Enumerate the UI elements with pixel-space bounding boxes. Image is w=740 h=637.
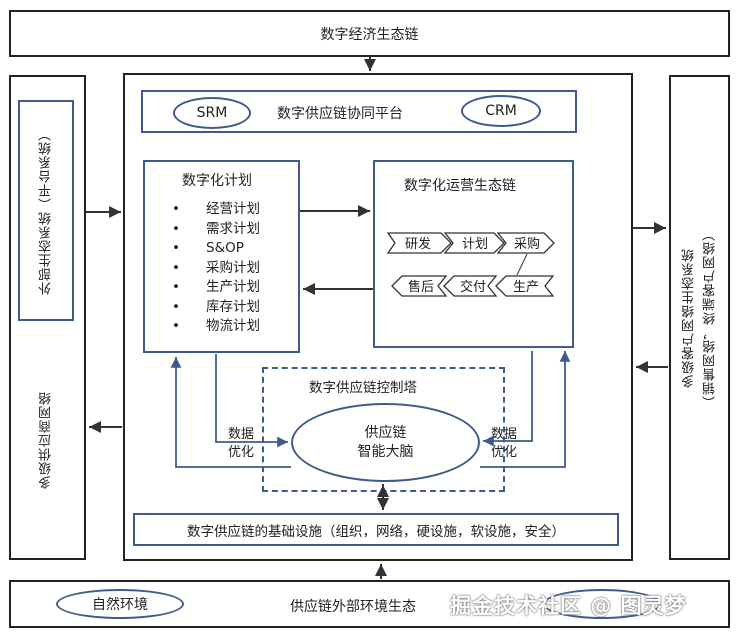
natural-environment-ellipse: 自然环境 — [56, 589, 184, 619]
chevron-production — [495, 275, 555, 297]
planning-item: 库存计划 — [172, 298, 260, 318]
chevron-procure — [496, 232, 555, 254]
platform-title: 数字供应链协同平台 — [277, 106, 403, 122]
supply-chain-brain: 供应链 智能大脑 — [291, 403, 480, 482]
infrastructure-bar: 数字供应链的基础设施（组织，网络，硬设施，软设施，安全） — [133, 513, 619, 546]
chevron-aftersales-label: 售后 — [408, 279, 434, 295]
chevron-rd-label: 研发 — [405, 236, 431, 252]
planning-item: 生产计划 — [172, 278, 260, 298]
chevron-delivery-label: 交付 — [460, 279, 486, 295]
top-bar: 数字经济生态链 — [9, 10, 730, 57]
loop-left-inner — [215, 354, 288, 448]
operations-title: 数字化运营生态链 — [404, 178, 516, 194]
planning-item: 经营计划 — [172, 200, 260, 220]
natural-environment-label: 自然环境 — [92, 597, 148, 613]
operations-box — [373, 160, 574, 348]
chevron-rd — [386, 232, 452, 254]
brain-label-line1: 供应链 — [364, 424, 407, 441]
loop-left-outer — [170, 357, 291, 468]
right-panel: 多级客户网络生态系统 （销售网络，终端客户网络） — [669, 75, 730, 560]
left-inner-box: 外部生态系统（平台系统） — [18, 100, 74, 321]
chevron-plan-label: 计划 — [462, 237, 488, 252]
left-data-label: 数据 — [228, 427, 255, 442]
chevron-aftersales — [391, 275, 448, 297]
chevron-plan — [443, 232, 505, 254]
planning-item: 采购计划 — [172, 259, 260, 279]
left-optimize-label: 优化 — [228, 445, 255, 460]
loop-right-inner — [483, 351, 533, 447]
right-optimize-label: 优化 — [491, 445, 518, 460]
planning-item: S&OP — [172, 239, 260, 259]
right-data-label: 数据 — [491, 427, 518, 442]
control-tower-title: 数字供应链控制塔 — [309, 380, 417, 396]
brain-label-line2: 智能大脑 — [357, 443, 414, 460]
watermark: 掘金技术社区 @ 图灵梦 — [450, 594, 687, 618]
planning-list: 经营计划 需求计划 S&OP 采购计划 生产计划 库存计划 物流计划 — [172, 200, 260, 337]
infrastructure-label: 数字供应链的基础设施（组织，网络，硬设施，软设施，安全） — [187, 523, 565, 540]
crm-ellipse: CRM — [461, 95, 541, 127]
crm-label: CRM — [485, 103, 517, 119]
right-ellipse — [543, 589, 661, 619]
srm-label: SRM — [196, 105, 228, 121]
bottom-bar-label: 供应链外部环境生态 — [290, 599, 416, 615]
srm-ellipse: SRM — [173, 97, 251, 129]
loop-right-outer — [480, 351, 571, 468]
planning-item: 物流计划 — [172, 317, 260, 337]
planning-title: 数字化计划 — [182, 173, 252, 189]
chevron-procure-label: 采购 — [514, 236, 540, 252]
chevron-production-label: 生产 — [513, 280, 539, 295]
planning-item: 需求计划 — [172, 220, 260, 240]
top-bar-label: 数字经济生态链 — [320, 26, 419, 43]
chevron-delivery — [443, 275, 498, 297]
